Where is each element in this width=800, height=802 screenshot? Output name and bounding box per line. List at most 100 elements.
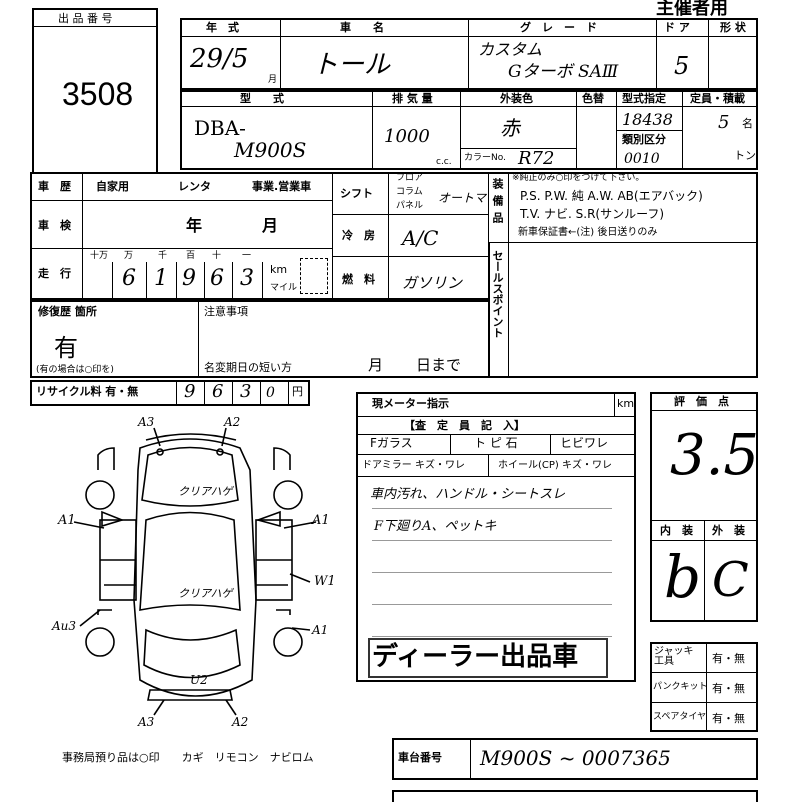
notes-label: 注意事項 <box>204 305 248 318</box>
inspector-fglass: Fガラス <box>370 436 413 450</box>
mileage-digit-1: 3 <box>240 266 254 291</box>
mileage-unit-checkbox <box>300 258 328 294</box>
shift-option-panel: パネル <box>396 201 424 211</box>
inspector-title: 【査 定 員 記 入】 <box>404 419 525 432</box>
recycle-digit-3: 3 <box>240 381 252 402</box>
damage-mark-right-door: A1 <box>312 513 330 528</box>
year-month-suffix: 月 <box>268 75 278 85</box>
tool-jack-label: ジャッキ 工具 <box>654 646 694 667</box>
cc-label: c.c. <box>436 157 452 167</box>
grade-line2: Gターボ SAⅢ <box>508 62 619 82</box>
equipment-line1: P.S. P.W. 純 A.W. AB(エアバック) <box>520 189 703 203</box>
recycle-digit-1: 9 <box>184 381 196 402</box>
mileage-digit-10k: 6 <box>122 266 136 291</box>
repair-block <box>30 300 490 378</box>
interior-label: 内 装 <box>660 524 693 537</box>
tool-jack-value: 有・無 <box>712 652 745 665</box>
equipment-note: ※純正のみ○印をつけて下さい。 <box>512 173 645 183</box>
tools-box <box>650 642 758 732</box>
interior-value: b <box>664 543 702 611</box>
digit-label-10k: 万 <box>124 251 134 261</box>
inspector-chip: ト ピ 石 <box>474 436 518 450</box>
digit-label-1k: 千 <box>158 251 168 261</box>
capacity-label: 定員・積載 <box>690 92 745 105</box>
class-label: 類別区分 <box>622 133 666 146</box>
digit-label-1: 一 <box>242 251 252 261</box>
bottom-strip <box>392 790 758 802</box>
mileage-digit-10: 6 <box>210 266 224 291</box>
year-label: 年 式 <box>206 21 239 34</box>
history-option-rental: レンタ <box>178 180 211 193</box>
meter-label: 現メーター指示 <box>372 397 449 410</box>
name-value: トール <box>312 50 391 80</box>
mileage-digit-100: 9 <box>182 266 196 291</box>
tool-puncture-label: パンクキット <box>653 682 708 692</box>
shift-option-floor: フロア <box>396 173 424 183</box>
mileage-label: 走 行 <box>38 267 71 280</box>
fuel-label: 燃 料 <box>342 273 375 286</box>
model-line2: M900S <box>234 138 307 162</box>
type-spec-label: 型式指定 <box>622 92 666 105</box>
score-value: 3.5 <box>670 423 760 488</box>
repair-value: 有 <box>54 334 78 362</box>
inspection-label: 車 検 <box>38 219 71 232</box>
recycle-unit: 円 <box>292 385 303 398</box>
name-change-label: 名変期日の短い方 <box>204 361 292 374</box>
damage-mark-front-right: A2 <box>224 415 241 429</box>
grade-line1: カスタム <box>478 40 543 59</box>
damage-mark-right-rear: A1 <box>312 623 329 637</box>
recycle-box <box>30 380 310 406</box>
ton-unit: トン <box>734 149 756 162</box>
dealer-stamp <box>368 638 608 678</box>
exterior-label: 外 装 <box>712 524 745 537</box>
digit-label-10: 十 <box>212 251 222 261</box>
capacity-unit: 名 <box>742 117 753 130</box>
tool-puncture-value: 有・無 <box>712 682 745 695</box>
inspector-box <box>356 392 636 682</box>
lot-box <box>32 8 158 178</box>
door-value: 5 <box>674 52 690 80</box>
meter-unit: km <box>617 397 635 410</box>
clear-peel-hood: クリアハゲ <box>178 485 233 498</box>
history-label: 車 歴 <box>38 180 71 193</box>
displacement-value: 1000 <box>384 126 430 147</box>
damage-mark-front-left: A3 <box>138 415 155 429</box>
score-label: 評 価 点 <box>674 395 729 408</box>
shift-label: シフト <box>340 187 373 200</box>
office-items-label: 事務局預り品は○印 カギ リモコン ナビロム <box>62 751 314 764</box>
inspector-comment-1: 車内汚れ、ハンドル・シートスレ <box>370 487 566 502</box>
year-value: 29/5 <box>190 44 249 74</box>
digit-label-100k: 十万 <box>90 251 109 261</box>
damage-mark-rear-left: A3 <box>138 715 155 729</box>
mile-label: マイル <box>270 283 298 293</box>
exterior-value: C <box>712 552 749 608</box>
type-spec-value: 18438 <box>622 110 673 129</box>
tool-spare-label: スペアタイヤ <box>653 712 707 722</box>
inspector-door-mirror: ドアミラー キズ・ワレ <box>362 460 465 471</box>
digit-label-100: 百 <box>186 251 196 261</box>
history-option-business: 事業.営業車 <box>252 180 312 193</box>
chassis-label: 車台番号 <box>398 751 442 764</box>
inspector-wheel: ホイール(CP) キズ・ワレ <box>498 460 612 471</box>
recycle-digit-4: 0 <box>266 385 275 401</box>
color-label: 外装色 <box>500 92 533 105</box>
color-value: 赤 <box>500 116 520 140</box>
shift-value: オートマ <box>438 191 487 205</box>
color-no-value: R72 <box>518 148 555 169</box>
door-label: ド ア <box>664 21 690 34</box>
header-table <box>180 18 758 90</box>
class-value: 0010 <box>624 151 660 167</box>
name-change-month: 月 <box>368 356 384 374</box>
shift-option-column: コラム <box>396 187 423 197</box>
equipment-line3: 新車保証書←(注) 後日送りのみ <box>518 227 658 238</box>
repair-note: (有の場合は○印を) <box>36 365 114 375</box>
chassis-value: M900S ~ 0007365 <box>480 746 671 770</box>
tool-spare-value: 有・無 <box>712 712 745 725</box>
model-label: 型 式 <box>240 92 284 105</box>
shape-label: 形 状 <box>720 21 746 34</box>
damage-mark-right-rear-door: W1 <box>314 574 336 589</box>
organizer-label: 主催者用 <box>656 0 728 19</box>
mileage-digit-1k: 1 <box>154 266 168 291</box>
damage-mark-rear-glass: U2 <box>190 673 208 687</box>
damage-mark-rear-right: A2 <box>232 715 249 729</box>
